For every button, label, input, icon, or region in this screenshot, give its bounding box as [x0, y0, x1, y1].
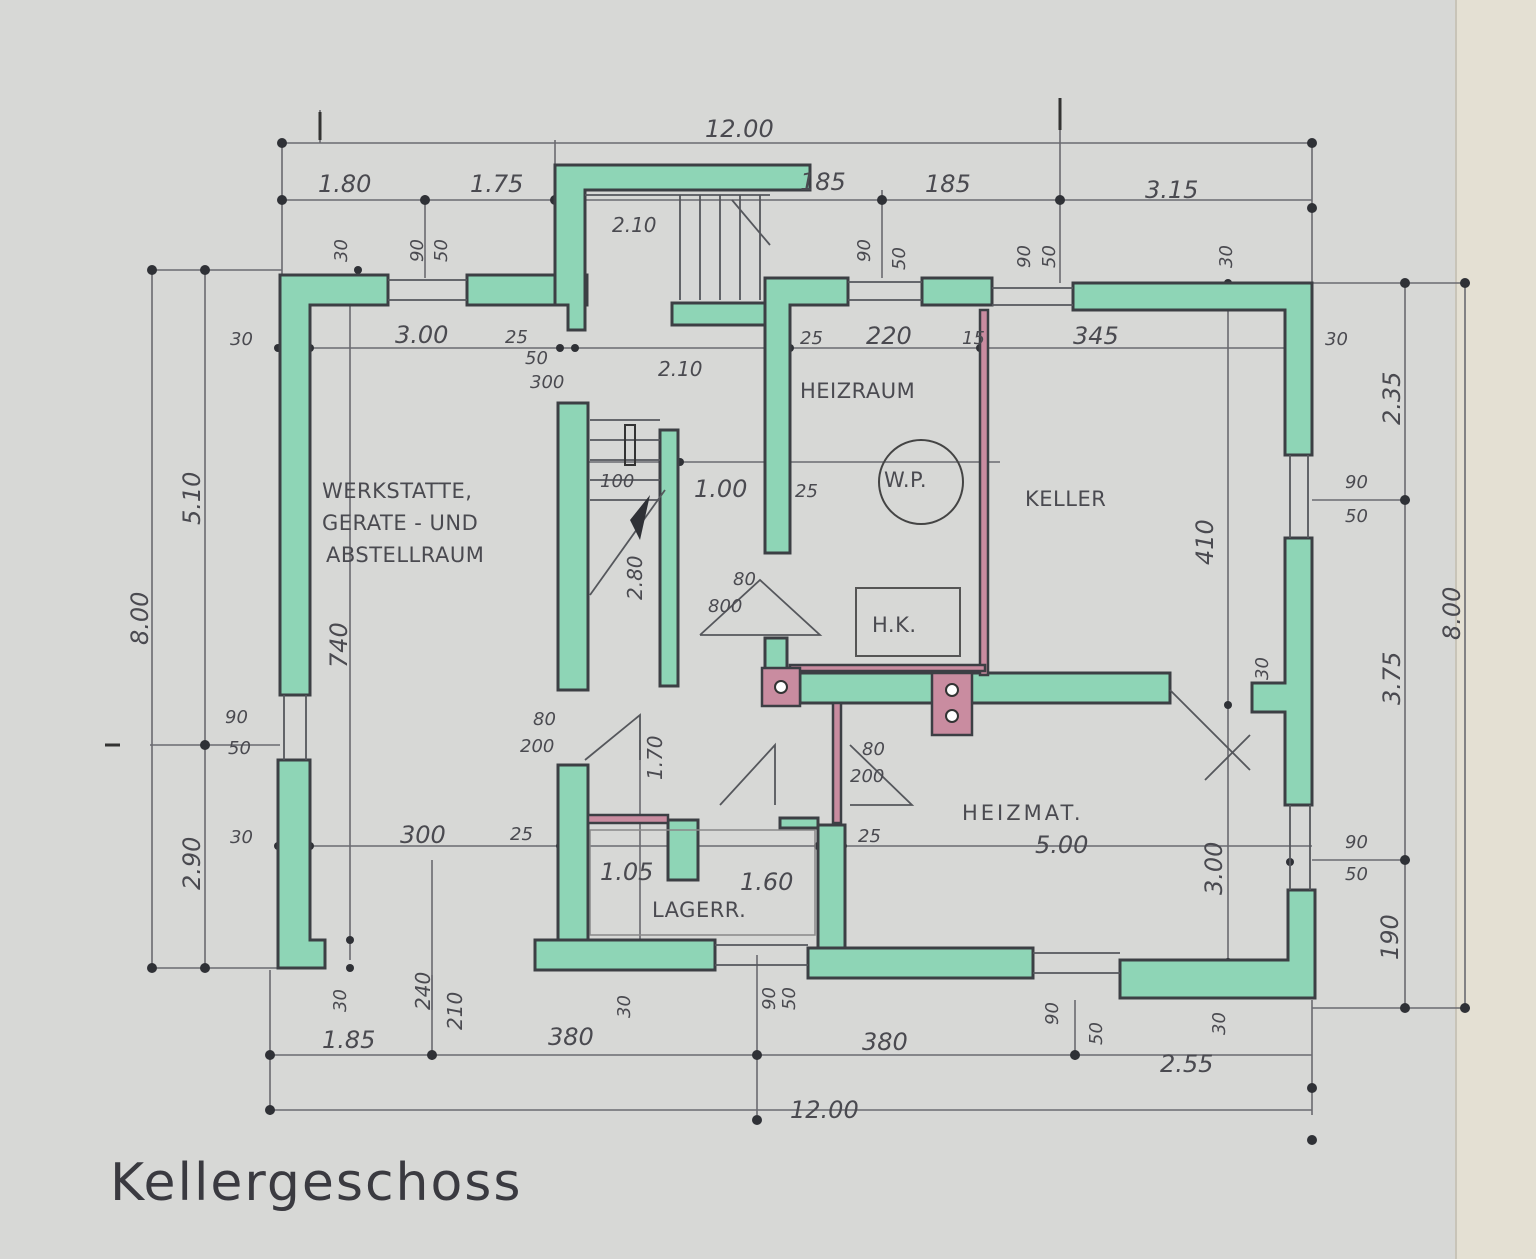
dim-corridor: 1.00 [694, 475, 747, 503]
dim-small-50-a: 50 [228, 738, 251, 759]
walls [276, 163, 1317, 1000]
room-label-heizmat: HEIZMAT. [962, 801, 1084, 825]
dim-top-3: 185 [800, 168, 846, 196]
dim-lager-width: 1.05 [600, 858, 653, 886]
dim-small-50-c: 50 [1345, 864, 1368, 885]
dim-small-800: 800 [708, 596, 742, 617]
staircase [585, 194, 771, 596]
dim-small-50-i: 50 [525, 348, 548, 369]
dim-stair-height: 2.80 [623, 555, 647, 600]
dim-bottom-b: 210 [443, 992, 467, 1030]
dim-right-2: 3.75 [1378, 652, 1406, 705]
dim-small-90-a: 90 [225, 707, 248, 728]
dim-small-30-i: 30 [1252, 657, 1273, 680]
dimension-lines [150, 100, 1470, 1115]
windows [283, 279, 1311, 974]
dim-top-2: 1.75 [470, 170, 523, 198]
dim-keller-width: 345 [1073, 322, 1119, 350]
dim-top-total: 12.00 [705, 115, 774, 143]
room-label-keller: KELLER [1025, 487, 1106, 511]
dim-small-50-d: 50 [431, 239, 452, 262]
dim-small-200-b: 200 [850, 766, 884, 787]
dim-small-90-f: 90 [1014, 245, 1035, 268]
dim-small-30-e: 30 [1216, 245, 1237, 268]
dim-left-2: 2.90 [178, 837, 206, 890]
dim-small-90-g: 90 [759, 987, 780, 1010]
equipment-label-wp: W.P. [884, 468, 927, 492]
dim-small-50-b: 50 [1345, 506, 1368, 527]
dim-small-100: 100 [600, 471, 634, 492]
dim-top-4: 185 [925, 170, 971, 198]
dim-small-90-h: 90 [1042, 1002, 1063, 1025]
dim-small-90-c: 90 [1345, 832, 1368, 853]
dim-bottom-4: 2.55 [1160, 1050, 1213, 1078]
dim-small-80-b: 80 [533, 709, 556, 730]
boiler-symbol [855, 587, 961, 657]
dim-small-25-a: 25 [505, 327, 528, 348]
dim-small-25-d: 25 [510, 824, 533, 845]
dim-lager-width-2: 1.60 [740, 868, 793, 896]
room-label-werkstatt-3: ABSTELLRAUM [326, 543, 484, 567]
dim-small-90-b: 90 [1345, 472, 1368, 493]
dim-small-90-d: 90 [407, 239, 428, 262]
dim-small-200-a: 200 [520, 736, 554, 757]
dim-right-3: 190 [1376, 914, 1404, 960]
dim-small-80-c: 80 [862, 739, 885, 760]
dim-right-1: 2.35 [1378, 372, 1406, 425]
dim-werkstatt-width-bottom: 300 [400, 821, 446, 849]
dim-small-25-e: 25 [858, 826, 881, 847]
dim-stair-width: 2.10 [612, 213, 657, 237]
door-swings [584, 578, 1251, 806]
dim-left-total: 8.00 [126, 592, 154, 645]
dim-bottom-a: 240 [411, 972, 435, 1010]
dim-bottom-total: 12.00 [790, 1096, 859, 1124]
paper-right-strip [1455, 0, 1536, 1259]
dim-werkstatt-height: 740 [325, 622, 353, 668]
storage-shelf [589, 829, 816, 936]
dim-keller-height: 410 [1191, 519, 1219, 565]
dim-top-5: 3.15 [1145, 176, 1198, 204]
room-label-heizraum: HEIZRAUM [800, 379, 915, 403]
room-label-werkstatt-1: WERKSTATTE, [322, 479, 472, 503]
dim-small-30-d: 30 [331, 239, 352, 262]
equipment-label-hk: H.K. [872, 613, 917, 637]
dim-bottom-3: 380 [862, 1028, 908, 1056]
dim-heizmat-width: 5.00 [1035, 831, 1088, 859]
room-label-lager: LAGERR. [652, 898, 746, 922]
dim-top-1: 1.80 [318, 170, 371, 198]
dim-small-50-h: 50 [1086, 1022, 1107, 1045]
dim-heizraum-width: 220 [866, 322, 912, 350]
dim-heizmat-height: 3.00 [1200, 842, 1228, 895]
dim-small-30-h: 30 [1209, 1012, 1230, 1035]
dim-stair-width-2: 2.10 [658, 357, 703, 381]
dim-bottom-1: 1.85 [322, 1026, 375, 1054]
dim-small-30-c: 30 [1325, 329, 1348, 350]
heat-pump-symbol [878, 439, 964, 525]
room-label-werkstatt-2: GERATE - UND [322, 511, 478, 535]
dim-small-50-f: 50 [1039, 245, 1060, 268]
dim-small-25-b: 25 [800, 328, 823, 349]
dim-small-15: 15 [962, 328, 985, 349]
dim-small-90-e: 90 [854, 239, 875, 262]
drawing-title: Kellergeschoss [110, 1153, 523, 1213]
dim-small-50-g: 50 [779, 987, 800, 1010]
dim-bottom-2: 380 [548, 1023, 594, 1051]
dim-werkstatt-width: 3.00 [395, 321, 448, 349]
dim-small-80-a: 80 [733, 569, 756, 590]
dim-small-25-c: 25 [795, 481, 818, 502]
dim-small-50-e: 50 [889, 247, 910, 270]
dim-small-30-b: 30 [230, 827, 253, 848]
dim-small-30-g: 30 [614, 995, 635, 1018]
dim-corridor-height: 1.70 [643, 735, 667, 780]
partition-walls [586, 308, 990, 825]
dim-small-30-a: 30 [230, 329, 253, 350]
dim-small-30-f: 30 [330, 989, 351, 1012]
dim-small-300: 300 [530, 372, 564, 393]
dim-right-total: 8.00 [1438, 587, 1466, 640]
dim-left-1: 5.10 [178, 472, 206, 525]
